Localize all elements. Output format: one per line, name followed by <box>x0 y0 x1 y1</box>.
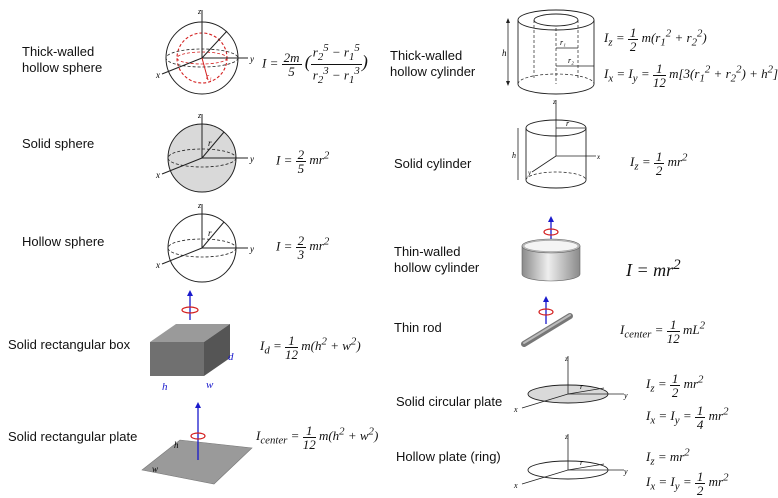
svg-text:w: w <box>206 379 214 391</box>
label-thin-walled-hollow-cylinder: Thin-walled hollow cylinder <box>394 244 480 275</box>
svg-text:w: w <box>152 464 158 474</box>
solid-rectangular-box-diagram: h w d <box>150 290 234 393</box>
thick-walled-hollow-cylinder-diagram: h r₁ r₂ <box>502 9 595 95</box>
svg-text:r₂: r₂ <box>568 56 574 65</box>
svg-text:x: x <box>596 153 601 161</box>
svg-text:z: z <box>197 7 202 16</box>
svg-text:h: h <box>512 151 516 160</box>
formula-hollow-plate-ring-iz: Iz = mr2 <box>646 447 690 468</box>
thin-rod-diagram <box>521 296 573 347</box>
svg-text:x: x <box>513 481 518 490</box>
svg-text:h: h <box>502 48 507 58</box>
svg-text:r: r <box>208 228 212 238</box>
svg-text:z: z <box>552 98 556 106</box>
label-thick-walled-hollow-cylinder: Thick-walled hollow cylinder <box>390 48 476 79</box>
formula-thin-walled-hollow-cylinder: I = mr2 <box>626 257 681 280</box>
svg-text:x: x <box>513 405 518 414</box>
solid-rectangular-plate-diagram: h w <box>141 402 253 485</box>
svg-text:z: z <box>197 111 202 120</box>
svg-text:h: h <box>174 440 179 450</box>
svg-text:y: y <box>623 391 628 400</box>
thick-walled-hollow-sphere-diagram: z y x r₁ <box>155 7 254 95</box>
label-solid-rectangular-plate: Solid rectangular plate <box>8 429 138 444</box>
svg-text:r₁: r₁ <box>560 38 566 47</box>
solid-cylinder-diagram: z r x y h <box>512 98 601 189</box>
label-hollow-sphere: Hollow sphere <box>22 234 105 249</box>
svg-text:r: r <box>580 458 584 467</box>
svg-text:y: y <box>249 54 254 64</box>
solid-sphere-diagram: z r y x <box>155 111 254 193</box>
label-solid-rectangular-box: Solid rectangular box <box>8 337 131 352</box>
label-hollow-plate-ring: Hollow plate (ring) <box>396 449 501 464</box>
label-solid-sphere: Solid sphere <box>22 136 95 151</box>
svg-text:h: h <box>162 381 168 393</box>
svg-text:z: z <box>197 201 202 210</box>
label-solid-circular-plate: Solid circular plate <box>396 394 503 409</box>
svg-text:x: x <box>155 70 160 80</box>
svg-text:y: y <box>249 244 254 254</box>
svg-text:x: x <box>155 170 160 180</box>
svg-text:z: z <box>564 355 568 363</box>
svg-text:r: r <box>208 138 212 148</box>
svg-text:d: d <box>228 351 234 363</box>
solid-circular-plate-diagram: z r y x <box>513 355 628 414</box>
svg-text:y: y <box>249 154 254 164</box>
label-thick-walled-hollow-sphere: Thick-walled hollow sphere <box>22 44 103 75</box>
svg-text:r: r <box>580 382 584 391</box>
thin-walled-hollow-cylinder-diagram <box>521 216 581 282</box>
svg-text:z: z <box>564 433 568 441</box>
label-thin-rod: Thin rod <box>394 320 442 335</box>
hollow-sphere-diagram: z r y x <box>155 201 254 283</box>
svg-text:y: y <box>623 467 628 476</box>
svg-text:r₁: r₁ <box>206 72 212 81</box>
svg-text:y: y <box>527 169 532 177</box>
hollow-plate-ring-diagram: z r y x <box>513 433 628 490</box>
svg-text:x: x <box>155 260 160 270</box>
svg-text:r: r <box>566 119 570 128</box>
label-solid-cylinder: Solid cylinder <box>394 156 472 171</box>
